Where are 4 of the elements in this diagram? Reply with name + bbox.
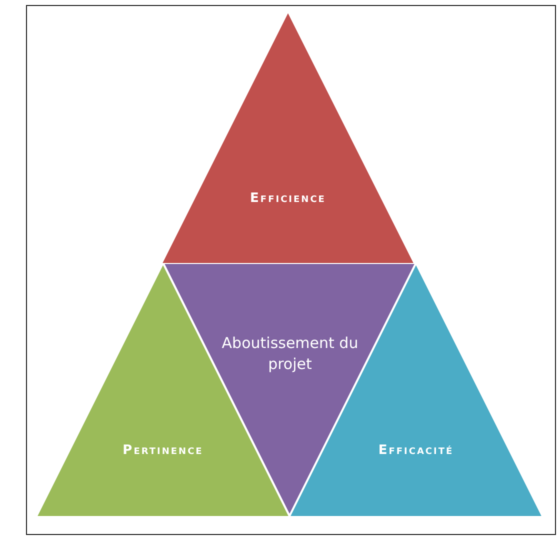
triangle-label: Efficience [250, 191, 326, 206]
triangle-label: Pertinence [122, 443, 204, 458]
triangle-label: Efficacité [378, 443, 454, 458]
triangle-label: Aboutissement du projet [220, 333, 360, 375]
